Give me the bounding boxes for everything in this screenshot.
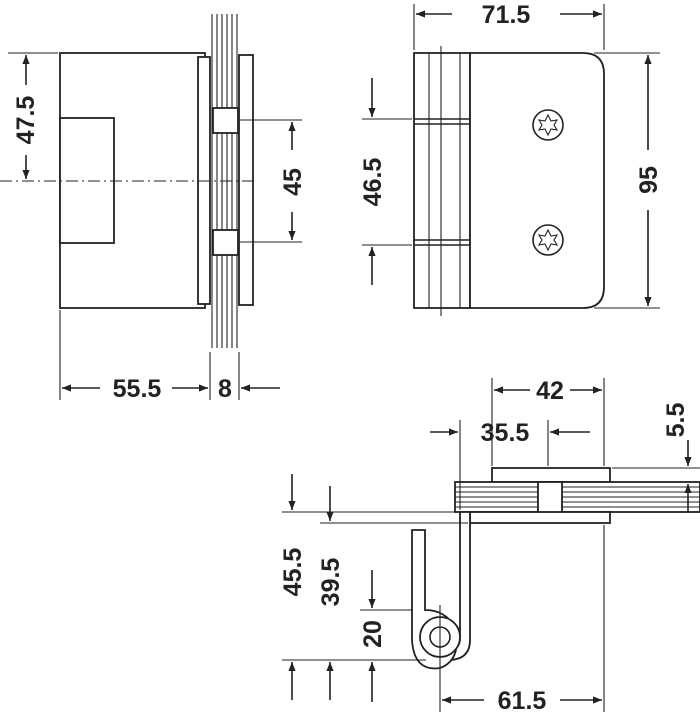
left-view: 47.5 45 55.5 8 [0,14,307,403]
right-view: 71.5 46.5 95 [359,1,663,316]
bottom-plate [469,511,611,524]
dim-8: 8 [218,375,232,403]
lower-pin [212,229,239,256]
dim-5-5: 5.5 [662,403,690,438]
top-cap-plate [491,467,611,483]
right-hinge-plate [469,52,605,309]
bottom-view: 42 35.5 5.5 45.5 39.5 20 61.5 [279,377,700,715]
dim-45-5: 45.5 [279,548,307,597]
torx-screw-icon [532,224,564,256]
glass-section [454,481,700,513]
dim-20: 20 [359,620,387,648]
dim-95: 95 [635,166,663,194]
dim-55-5: 55.5 [113,375,162,403]
dim-46-5: 46.5 [359,158,387,207]
dim-45: 45 [279,168,307,196]
left-outer-plate [238,54,254,306]
upper-pin [212,107,239,134]
dim-61-5: 61.5 [498,687,547,715]
right-knuckle [413,52,471,309]
dim-39-5: 39.5 [317,558,345,607]
dim-71-5: 71.5 [482,1,531,29]
dim-35-5: 35.5 [481,419,530,447]
torx-screw-icon [532,109,564,141]
dim-42: 42 [536,377,564,405]
dim-47-5: 47.5 [12,96,40,145]
